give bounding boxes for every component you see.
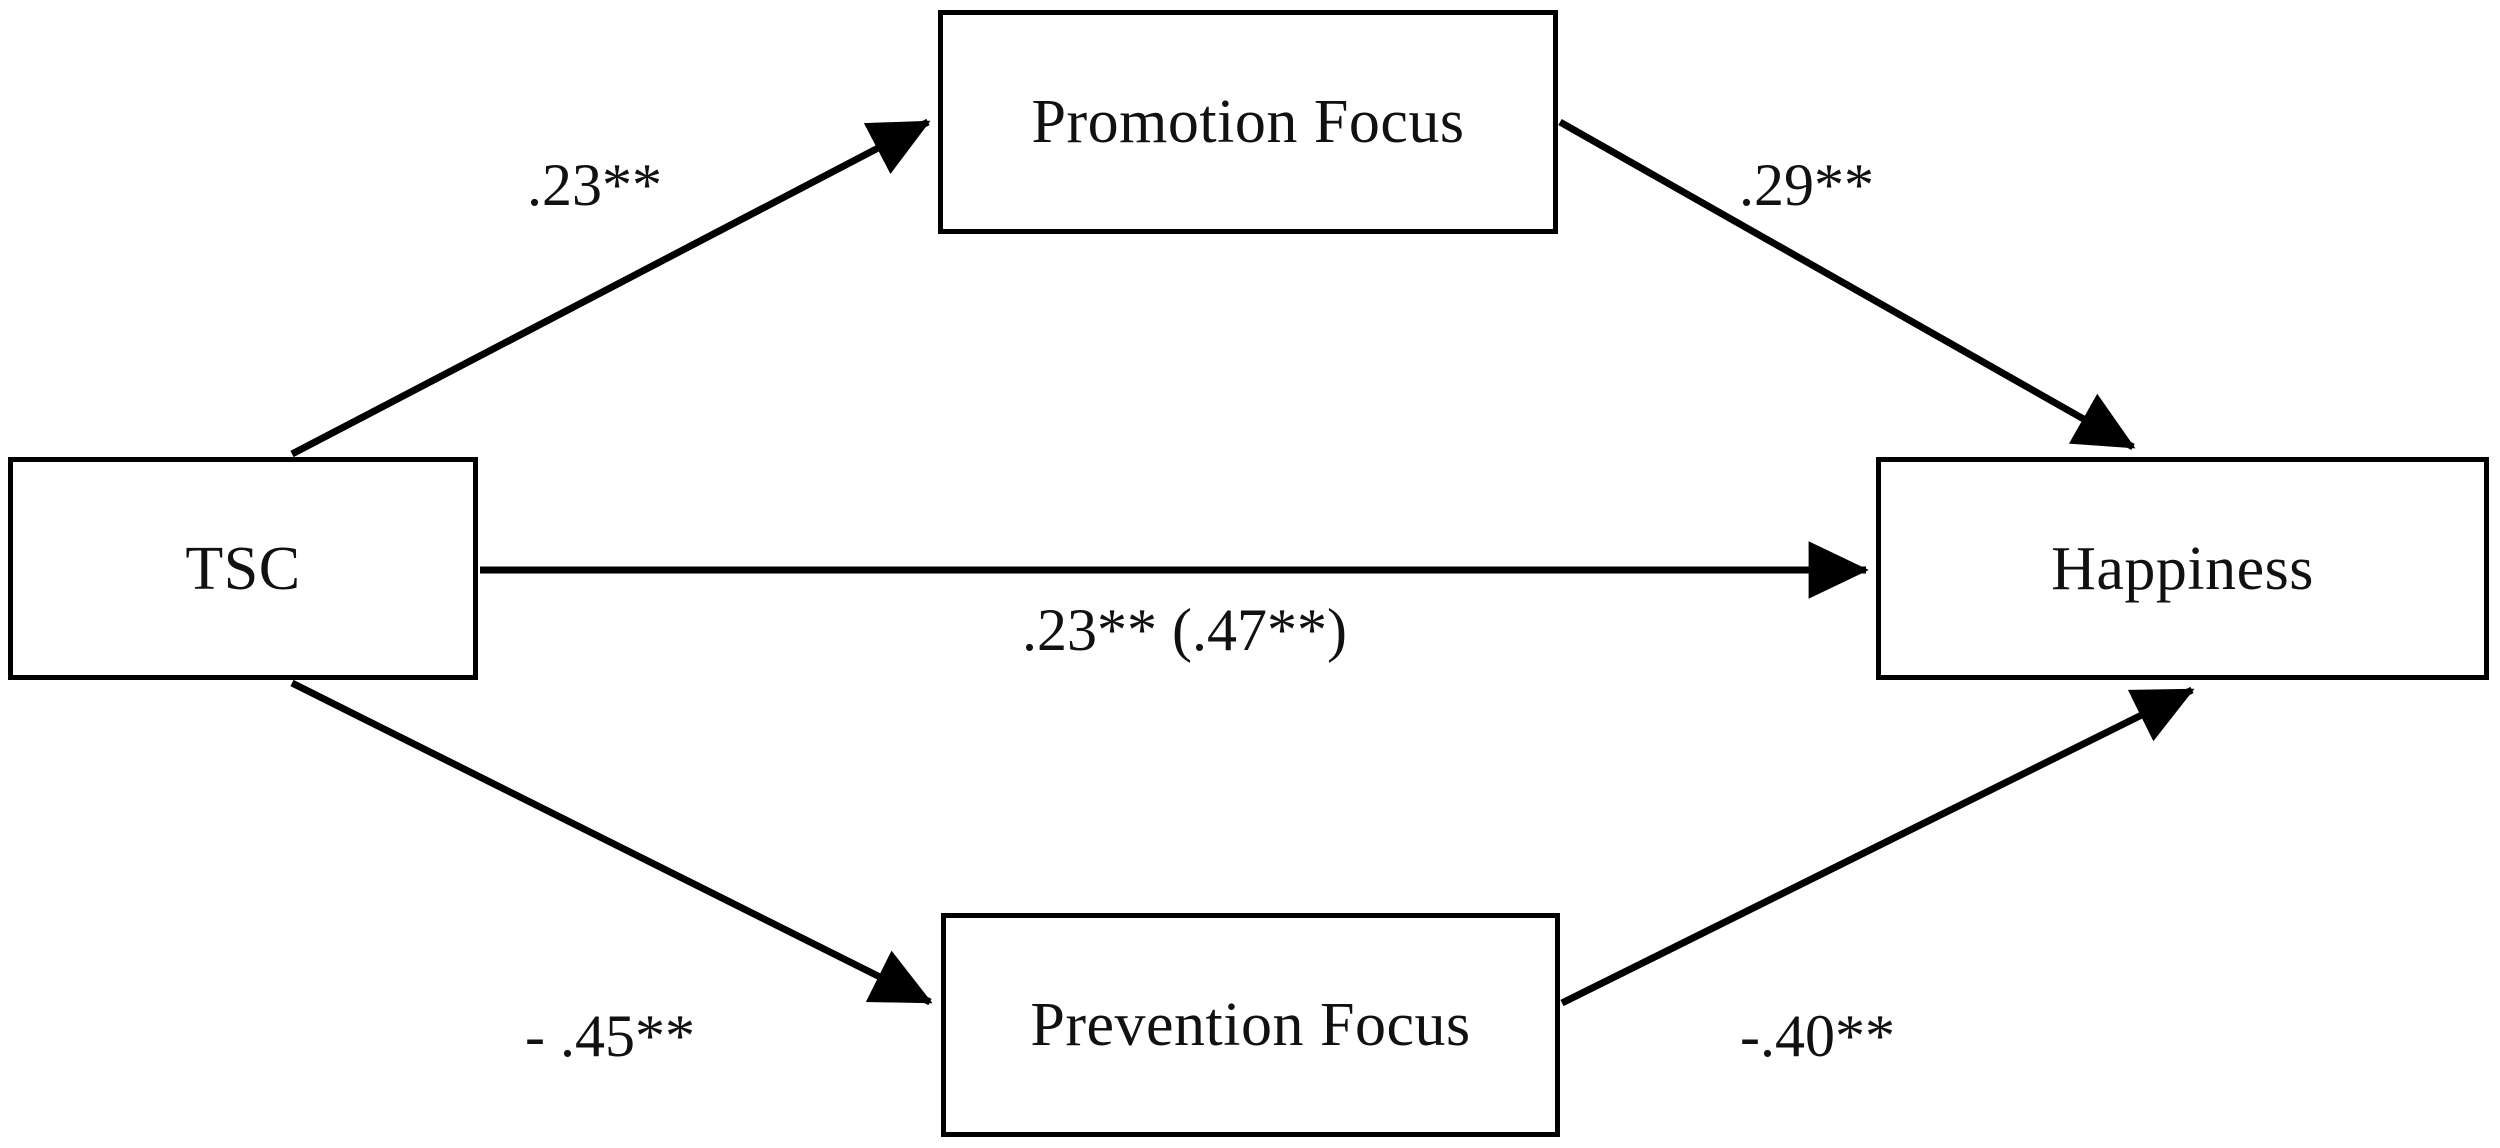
arrow-tsc-to-prevention <box>290 679 933 1006</box>
node-prevention-focus: Prevention Focus <box>941 913 1560 1137</box>
arrow-prevention-to-happiness <box>1560 686 2195 1007</box>
path-label-tsc-to-happiness: .23** (.47**) <box>1022 597 1347 663</box>
path-label-promotion-to-happiness: .29** <box>1739 152 1874 218</box>
path-label-tsc-to-promotion: .23** <box>527 152 662 218</box>
path-label-prevention-to-happiness: -.40** <box>1740 1003 1895 1069</box>
node-happiness: Happiness <box>1876 457 2489 680</box>
arrow-tsc-to-promotion <box>290 118 931 458</box>
node-prevention-focus-label: Prevention Focus <box>1030 991 1471 1059</box>
node-happiness-label: Happiness <box>2051 534 2314 603</box>
arrow-promotion-to-happiness <box>1558 118 2136 451</box>
node-promotion-focus-label: Promotion Focus <box>1031 88 1465 156</box>
node-tsc-label: TSC <box>185 534 301 603</box>
node-promotion-focus: Promotion Focus <box>938 10 1558 234</box>
path-label-tsc-to-prevention: - .45** <box>525 1003 695 1069</box>
node-tsc: TSC <box>8 457 478 680</box>
